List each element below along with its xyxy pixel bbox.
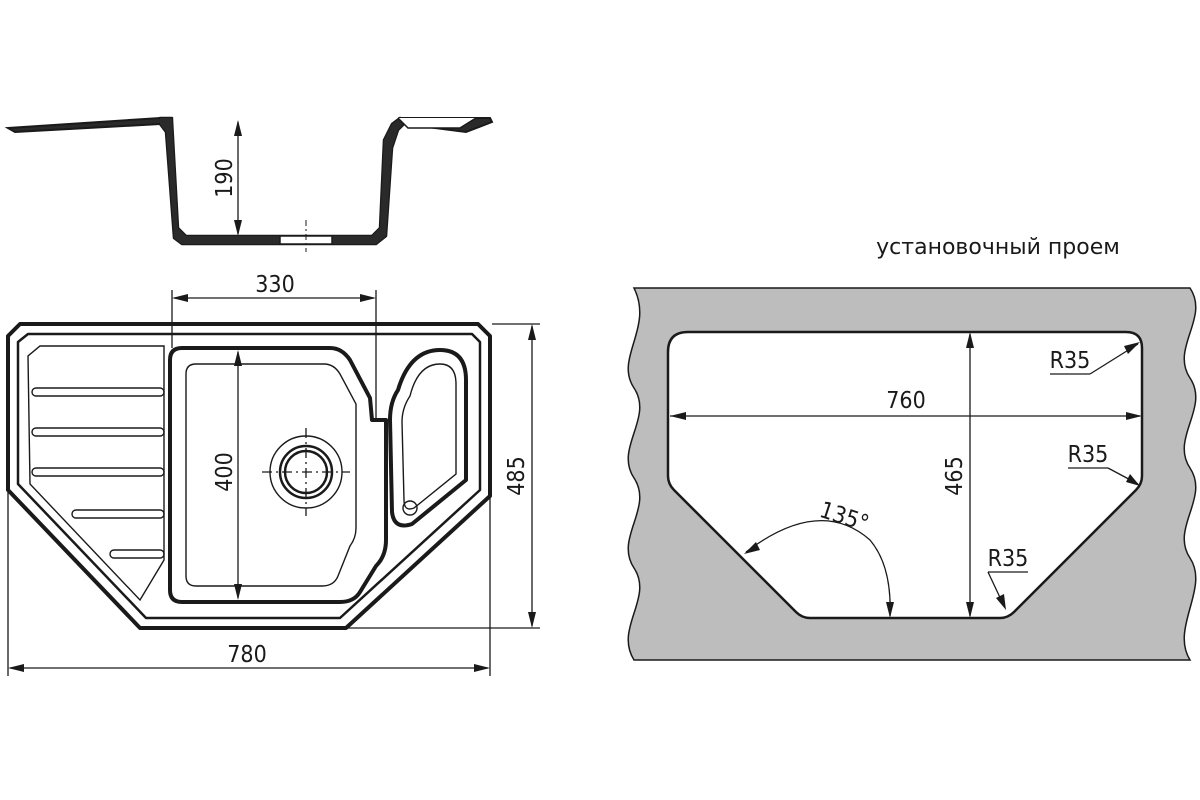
section-bowl	[158, 116, 406, 246]
plan-inner-rim	[16, 332, 482, 620]
dim-radius-top-label: R35	[1050, 348, 1091, 374]
dim-radius-side: R35	[1068, 442, 1140, 486]
dim-sink-width: 780	[7, 492, 491, 676]
dim-cutout-depth: 465	[942, 332, 974, 618]
dim-sink-depth: 485	[348, 323, 540, 629]
section-right-rim	[397, 117, 477, 129]
drainboard-ribs	[31, 387, 165, 559]
dim-bowl-length: 400	[212, 350, 242, 600]
cutout-view: установочный проем 760 465 135°	[627, 235, 1197, 661]
dim-bowl-depth: 190	[212, 120, 242, 236]
dim-radius-top: R35	[1050, 342, 1140, 375]
plan-main-bowl-inner	[185, 363, 357, 587]
sink-plan-view: 330 400 485 780	[6, 272, 540, 676]
dim-bowl-width-label: 330	[255, 272, 295, 298]
dim-bowl-depth-label: 190	[212, 158, 238, 198]
dim-radius-bottom-label: R35	[988, 546, 1029, 572]
drainboard-rib	[109, 549, 165, 559]
side-bowl-overflow	[402, 500, 418, 516]
drainboard-rib	[31, 467, 165, 477]
dim-radius-side-label: R35	[1068, 442, 1109, 468]
section-left-wing	[4, 116, 164, 134]
section-bowl-fill-right	[372, 118, 404, 236]
plan-drainboard	[27, 345, 165, 602]
plan-side-bowl-inner	[401, 363, 457, 510]
dim-sink-depth-label: 485	[504, 456, 530, 496]
section-bowl-fill-bottom	[186, 228, 386, 244]
dim-radius-bottom: R35	[987, 546, 1029, 610]
dim-sink-width-label: 780	[227, 642, 267, 668]
dim-bowl-length-label: 400	[212, 452, 238, 492]
drainboard-rib	[71, 509, 165, 519]
plan-side-bowl-outer	[388, 348, 468, 528]
plan-main-bowl-outer	[168, 346, 388, 604]
drainboard-rib	[31, 387, 165, 397]
section-bowl-fill-left	[160, 118, 186, 244]
cutout-caption: установочный проем	[876, 235, 1120, 260]
dim-cutout-width: 760	[670, 388, 1142, 420]
dim-cutout-width-label: 760	[886, 388, 926, 414]
plan-outer-rim	[6, 322, 492, 630]
dim-bowl-width: 330	[171, 272, 377, 420]
drainboard-rib	[31, 427, 165, 437]
main-bowl-drain	[262, 428, 350, 516]
dim-cutout-depth-label: 465	[942, 456, 968, 496]
cutout-opening	[666, 330, 1144, 620]
sink-side-section: 190	[4, 116, 494, 252]
